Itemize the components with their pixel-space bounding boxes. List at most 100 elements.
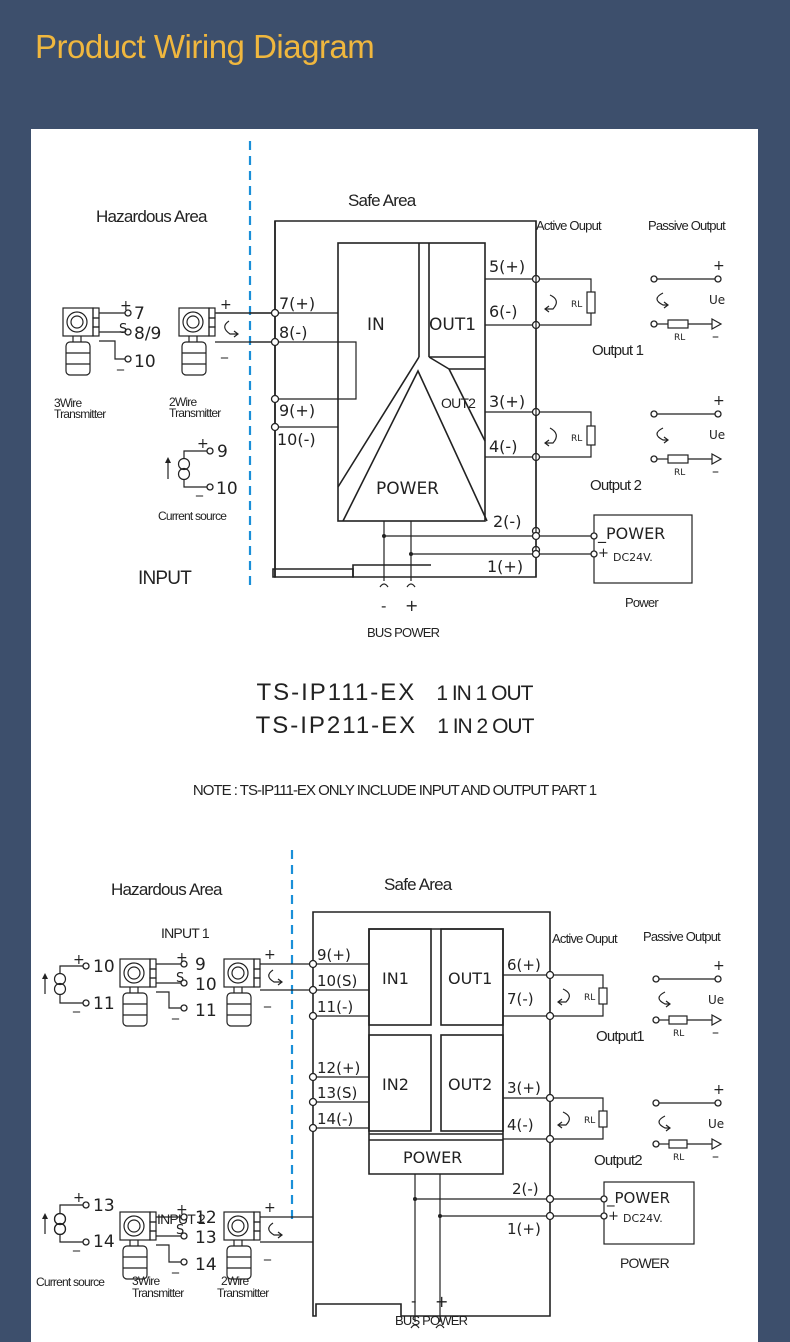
- svg-text:9: 9: [195, 955, 206, 975]
- svg-text:14: 14: [195, 1255, 217, 1275]
- svg-text:+: +: [264, 1200, 276, 1216]
- passive-output-2: + Ue RL –: [652, 1082, 725, 1165]
- svg-text:+: +: [713, 958, 725, 974]
- bus-power-label: BUS POWER: [395, 1313, 468, 1328]
- svg-text:_: _: [195, 481, 204, 497]
- svg-text:_: _: [220, 343, 229, 359]
- block-out1-label: OUT1: [448, 969, 492, 988]
- svg-text:+: +: [197, 436, 209, 452]
- terminal-1: 1(+): [487, 557, 523, 576]
- svg-text:+: +: [713, 258, 725, 274]
- svg-text:_: _: [116, 355, 125, 371]
- svg-text:_: _: [171, 1258, 180, 1274]
- svg-text:–: –: [712, 1149, 719, 1165]
- passive-output-1: + Ue RL –: [650, 258, 725, 345]
- current-source-icon: [165, 457, 191, 481]
- svg-text:10: 10: [216, 479, 238, 499]
- svg-text:DC24V.: DC24V.: [623, 1212, 663, 1225]
- model-row: TS-IP111-EX 1 IN 1 OUT: [31, 677, 758, 710]
- terminal-2: 2(-): [493, 512, 521, 531]
- svg-text:+: +: [73, 1190, 85, 1206]
- hazardous-area-label: Hazardous Area: [111, 880, 223, 899]
- passive-output-label: Passive Output: [648, 218, 726, 233]
- svg-text:RL: RL: [673, 1153, 684, 1163]
- wiring-diagram-1: Hazardous Area Safe Area Active Ouput Pa…: [54, 141, 727, 640]
- svg-text:-: -: [411, 1292, 416, 1310]
- passive-output-label: Passive Output: [643, 929, 721, 944]
- svg-text:Ue: Ue: [708, 1117, 724, 1131]
- bus-power-connector-icon: [379, 583, 416, 588]
- svg-text:9: 9: [217, 442, 228, 462]
- terminal-13: 13(S): [317, 1084, 357, 1102]
- svg-text:_POWER: _POWER: [597, 524, 665, 544]
- model-row: TS-IP211-EX 1 IN 2 OUT: [31, 710, 758, 743]
- load-resistor-icon: [586, 425, 596, 446]
- terminal-3: 3(+): [507, 1079, 541, 1097]
- svg-text:+: +: [120, 298, 132, 314]
- power-supply-caption: POWER: [620, 1255, 670, 1271]
- terminal-7: 7(-): [507, 990, 534, 1008]
- svg-text:Transmitter: Transmitter: [217, 1286, 269, 1300]
- svg-text:Transmitter: Transmitter: [132, 1286, 184, 1300]
- model-name: TS-IP111-EX: [256, 679, 417, 706]
- model-description: 1 IN 1 OUT: [436, 682, 533, 705]
- passive-output-1: + Ue RL –: [652, 958, 725, 1041]
- svg-text:RL: RL: [571, 434, 582, 444]
- current-loop-arrow-icon: [224, 320, 237, 335]
- current-loop-arrow-icon: [268, 1222, 281, 1236]
- diagram-panel: Hazardous Area Safe Area Active Ouput Pa…: [31, 129, 758, 1342]
- terminal-8: 8(-): [279, 323, 307, 342]
- two-wire-transmitter-icon: [223, 958, 261, 1027]
- terminal-label: 10: [134, 352, 156, 372]
- svg-text:_: _: [72, 997, 81, 1013]
- output-1-label: Output1: [596, 1028, 644, 1045]
- svg-text:+: +: [608, 1209, 619, 1224]
- block-power-label: POWER: [403, 1148, 462, 1167]
- svg-text:2Wire: 2Wire: [221, 1274, 249, 1288]
- current-source-icon: [42, 972, 67, 996]
- svg-text:RL: RL: [674, 468, 685, 478]
- terminal-label: 7: [134, 304, 145, 324]
- svg-text:_: _: [171, 1004, 180, 1020]
- terminal-10: 10(-): [277, 430, 316, 449]
- wiring-diagram-2: Hazardous Area Safe Area Active Ouput Pa…: [36, 850, 725, 1329]
- model-note: NOTE : TS-IP111-EX ONLY INCLUDE INPUT AN…: [192, 782, 597, 799]
- active-output-label: Active Ouput: [536, 218, 602, 233]
- input-1-label: INPUT 1: [161, 925, 210, 941]
- block-in-label: IN: [367, 315, 385, 335]
- safe-area-label: Safe Area: [384, 875, 453, 894]
- dc-power-supply-box: [593, 514, 693, 584]
- svg-text:_: _: [263, 992, 272, 1008]
- svg-text:12: 12: [195, 1208, 217, 1228]
- model-name: TS-IP211-EX: [255, 712, 418, 739]
- hazardous-area-label: Hazardous Area: [96, 207, 208, 226]
- svg-text:+: +: [176, 950, 188, 966]
- terminal-12: 12(+): [317, 1059, 360, 1077]
- svg-text:–: –: [712, 1025, 719, 1041]
- svg-text:13: 13: [195, 1228, 217, 1248]
- svg-text:S: S: [119, 322, 127, 337]
- terminal-9: 9(+): [317, 946, 351, 964]
- bus-power-label: BUS POWER: [367, 625, 440, 640]
- svg-text:_: _: [72, 1236, 81, 1252]
- svg-text:Transmitter: Transmitter: [169, 406, 221, 420]
- svg-text:-: -: [381, 597, 386, 615]
- block-out2-label: OUT2: [441, 395, 476, 411]
- three-wire-transmitter-icon: [119, 958, 157, 1027]
- two-wire-transmitter-icon: [178, 307, 216, 376]
- svg-text:RL: RL: [584, 1116, 595, 1126]
- svg-text:3Wire: 3Wire: [54, 396, 82, 410]
- block-out1-label: OUT1: [429, 315, 476, 335]
- svg-text:S: S: [176, 1223, 184, 1238]
- svg-text:Ue: Ue: [709, 293, 725, 307]
- safe-area-label: Safe Area: [348, 191, 417, 210]
- svg-text:Ue: Ue: [708, 993, 724, 1007]
- svg-text:13: 13: [93, 1196, 115, 1216]
- current-source-label: Current source: [158, 509, 227, 523]
- svg-text:–: –: [712, 329, 719, 345]
- svg-text:S: S: [176, 971, 184, 986]
- output-2-label: Output2: [594, 1152, 642, 1169]
- svg-text:11: 11: [195, 1001, 217, 1021]
- svg-text:_: _: [263, 1245, 272, 1261]
- svg-text:+: +: [220, 297, 232, 313]
